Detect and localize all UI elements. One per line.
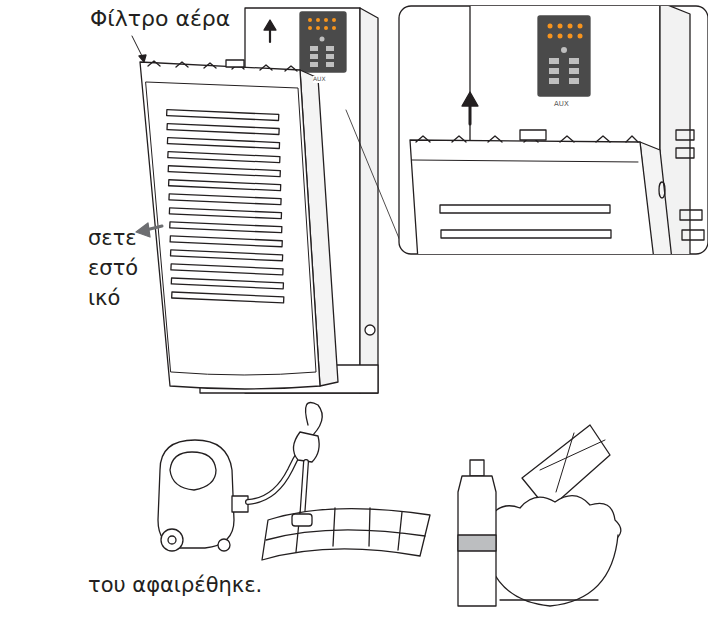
brand-logo: AUX — [313, 76, 326, 83]
part-label: Φίλτρο αέρα — [90, 6, 230, 31]
cut-text: σετε — [88, 226, 137, 250]
cut-text: του αφαιρέθηκε. — [88, 573, 262, 597]
cut-text: ικό — [88, 286, 120, 310]
cut-text: εστό — [88, 256, 138, 280]
brand-logo: AUX — [554, 100, 569, 108]
